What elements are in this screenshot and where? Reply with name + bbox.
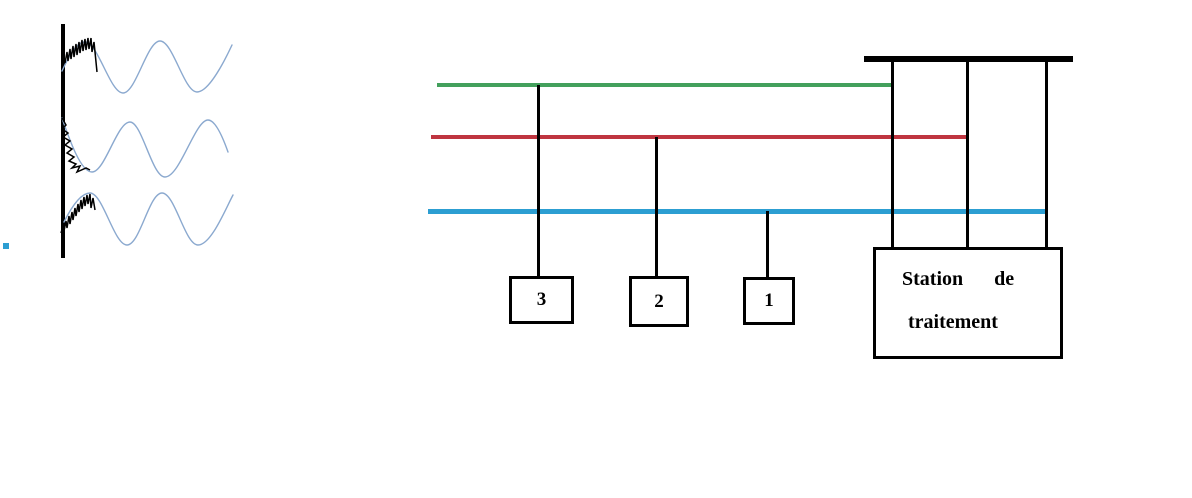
sensor-box-3-label: 3 — [536, 289, 547, 310]
sensor-box-3: 3 — [509, 276, 574, 324]
channel-line-green — [437, 83, 893, 87]
sensor-box-1-label: 1 — [764, 290, 774, 311]
wave-source-scribble-2 — [60, 117, 91, 174]
sensor-box-2: 2 — [629, 276, 689, 327]
sensor-box-1: 1 — [743, 277, 795, 325]
sensor-drop-line-2 — [655, 137, 658, 276]
sensor-box-2-label: 2 — [654, 290, 664, 312]
station-label-line1: Station de — [902, 268, 1015, 290]
collector-line-2 — [966, 62, 969, 247]
station-box: Station de traitement — [873, 247, 1063, 359]
sensor-drop-line-1 — [766, 211, 769, 277]
wave-curve-2 — [61, 117, 229, 178]
sensor-drop-line-3 — [537, 85, 540, 276]
collector-line-3 — [1045, 62, 1048, 247]
waves-graphic — [60, 37, 234, 246]
emitter-wall-line — [61, 24, 65, 258]
channel-line-blue — [428, 209, 1047, 214]
wave-source-scribble-3 — [60, 193, 96, 234]
blue-square-marker — [3, 243, 9, 249]
wave-curve-1 — [61, 40, 233, 94]
station-label-line2: traitement — [908, 311, 998, 333]
collector-line-1 — [891, 62, 894, 247]
channel-line-red — [431, 135, 968, 139]
collector-bar — [864, 56, 1073, 62]
wave-source-scribble-1 — [61, 37, 98, 73]
wave-curve-3 — [63, 192, 234, 246]
